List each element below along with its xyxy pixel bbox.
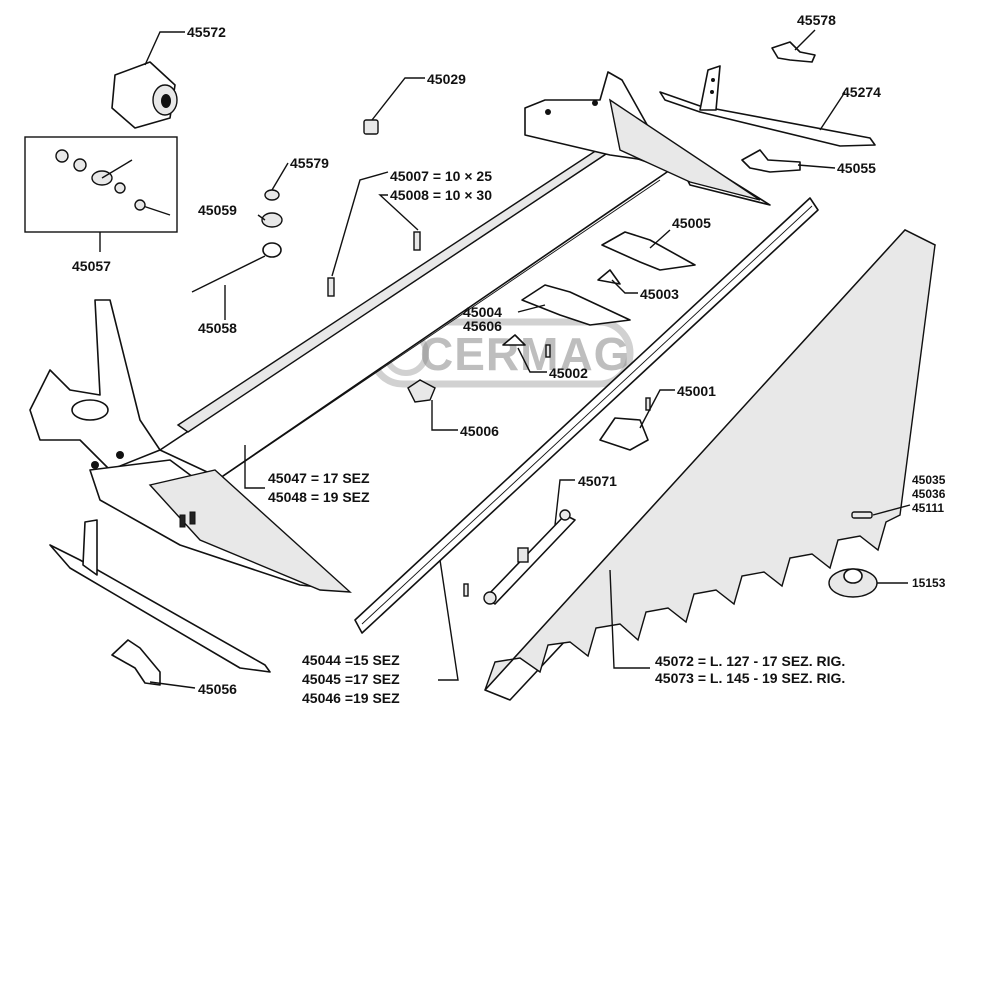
part-45572-bushing (111, 61, 178, 129)
part-45008-bolt (413, 231, 421, 251)
part-45007-bolt (327, 277, 335, 297)
label-15153: 15153 (912, 576, 946, 590)
label-45606: 45606 (463, 318, 502, 334)
label-45055: 45055 (837, 160, 876, 176)
label-45071: 45071 (578, 473, 617, 489)
part-45002-clip (502, 334, 551, 358)
label-45004: 45004 (463, 304, 502, 320)
label-45059: 45059 (198, 202, 237, 218)
label-45035: 45035 (912, 473, 946, 487)
label-45048: 45048 = 19 SEZ (268, 489, 370, 505)
label-45072: 45072 = L. 127 - 17 SEZ. RIG. (655, 653, 845, 669)
label-45044: 45044 =15 SEZ (302, 652, 400, 668)
label-45579: 45579 (290, 155, 329, 171)
watermark-text: CERMAG (420, 328, 630, 380)
knife-back-bar (354, 197, 819, 634)
part-45006-plate (407, 379, 436, 403)
inner-shoe-assembly (29, 299, 352, 593)
part-15153-disc (828, 568, 878, 598)
part-45057-kit (24, 136, 178, 233)
label-45036: 45036 (912, 487, 946, 501)
label-45003: 45003 (640, 286, 679, 302)
label-45005: 45005 (672, 215, 711, 231)
cermag-watermark: CERMAG (368, 318, 634, 388)
part-45055-bracket (741, 149, 801, 173)
knife-sections-bar (484, 229, 936, 701)
leader-lines (99, 29, 911, 689)
label-45046: 45046 =19 SEZ (302, 690, 400, 706)
part-45056-bracket (111, 639, 161, 686)
left-skid (49, 519, 271, 673)
part-45035-rivet (851, 511, 873, 519)
label-45008: 45008 = 10 × 30 (390, 187, 492, 203)
label-45578: 45578 (797, 12, 836, 28)
label-45029: 45029 (427, 71, 466, 87)
part-45003-plate (597, 269, 621, 285)
part-45004-guard (521, 284, 631, 326)
part-45071-knife-head (463, 509, 576, 605)
label-45002: 45002 (549, 365, 588, 381)
part-45578-bracket (771, 41, 816, 63)
label-45006: 45006 (460, 423, 499, 439)
label-45056: 45056 (198, 681, 237, 697)
part-45274-skid (659, 65, 876, 147)
part-45005-guard (601, 231, 696, 271)
label-45073: 45073 = L. 145 - 19 SEZ. RIG. (655, 670, 845, 686)
outer-shoe (524, 71, 771, 206)
part-45579-washer (264, 189, 280, 201)
part-45058-eye-bolt (191, 242, 282, 293)
label-45058: 45058 (198, 320, 237, 336)
label-45007: 45007 = 10 × 25 (390, 168, 492, 184)
finger-bar (159, 147, 671, 493)
label-45572: 45572 (187, 24, 226, 40)
part-45001-clip (599, 397, 651, 451)
part-45029-nut (363, 119, 379, 135)
part-labels: 45572 45029 45578 45274 45055 45579 4505… (72, 12, 946, 706)
label-45047: 45047 = 17 SEZ (268, 470, 370, 486)
label-45274: 45274 (842, 84, 881, 100)
label-45045: 45045 =17 SEZ (302, 671, 400, 687)
label-45111: 45111 (912, 501, 944, 515)
part-45059-spacer (261, 212, 283, 228)
label-45057: 45057 (72, 258, 111, 274)
label-45001: 45001 (677, 383, 716, 399)
